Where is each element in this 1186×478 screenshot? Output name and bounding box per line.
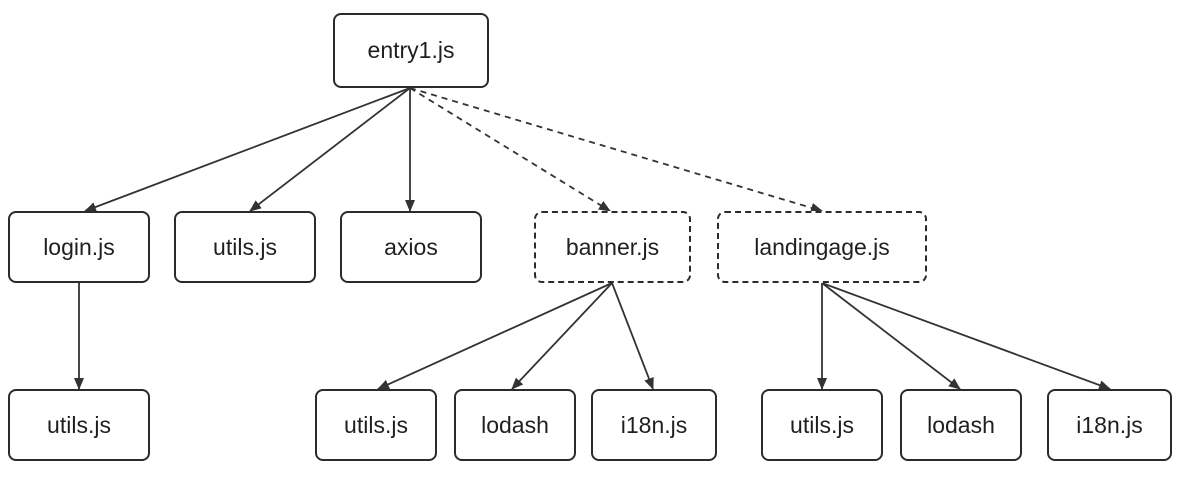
node-lodash: lodash bbox=[454, 389, 576, 461]
node-label: lodash bbox=[927, 411, 995, 438]
edge-entry-to-login bbox=[84, 87, 411, 212]
node-label: axios bbox=[384, 233, 438, 260]
node-label: lodash bbox=[481, 411, 549, 438]
edge-landing-to-landing_lodash bbox=[821, 282, 961, 390]
node-label: entry1.js bbox=[367, 37, 455, 63]
node-label: banner.js bbox=[565, 233, 660, 260]
edge-banner-to-banner_utils bbox=[377, 282, 613, 390]
node-label: i18n.js bbox=[1076, 411, 1143, 438]
edge-entry-to-banner bbox=[409, 87, 611, 212]
node-label: utils.js bbox=[344, 411, 408, 438]
node-utils-js: utils.js bbox=[8, 389, 150, 461]
edge-banner-to-banner_i18n bbox=[611, 282, 654, 390]
node-utils-js: utils.js bbox=[174, 211, 316, 283]
node-i18n-js: i18n.js bbox=[1047, 389, 1172, 461]
node-label: utils.js bbox=[213, 233, 277, 260]
node-label: i18n.js bbox=[620, 411, 688, 438]
node-label: login.js bbox=[43, 233, 115, 260]
node-entry1-js: entry1.js bbox=[333, 13, 489, 88]
node-label: utils.js bbox=[790, 411, 854, 438]
node-i18n-js: i18n.js bbox=[591, 389, 717, 461]
node-utils-js: utils.js bbox=[315, 389, 437, 461]
edge-entry-to-landing bbox=[409, 87, 823, 213]
node-banner-js: banner.js bbox=[534, 211, 691, 283]
node-utils-js: utils.js bbox=[761, 389, 883, 461]
node-landingage-js: landingage.js bbox=[717, 211, 927, 283]
node-login-js: login.js bbox=[8, 211, 150, 283]
node-label: landingage.js bbox=[754, 233, 890, 260]
edge-landing-to-landing_i18n bbox=[821, 282, 1111, 390]
node-axios: axios bbox=[340, 211, 482, 283]
node-label: utils.js bbox=[47, 411, 111, 438]
edge-banner-to-banner_lodash bbox=[511, 282, 613, 390]
edge-entry-to-utils_top bbox=[249, 87, 411, 212]
node-lodash: lodash bbox=[900, 389, 1022, 461]
